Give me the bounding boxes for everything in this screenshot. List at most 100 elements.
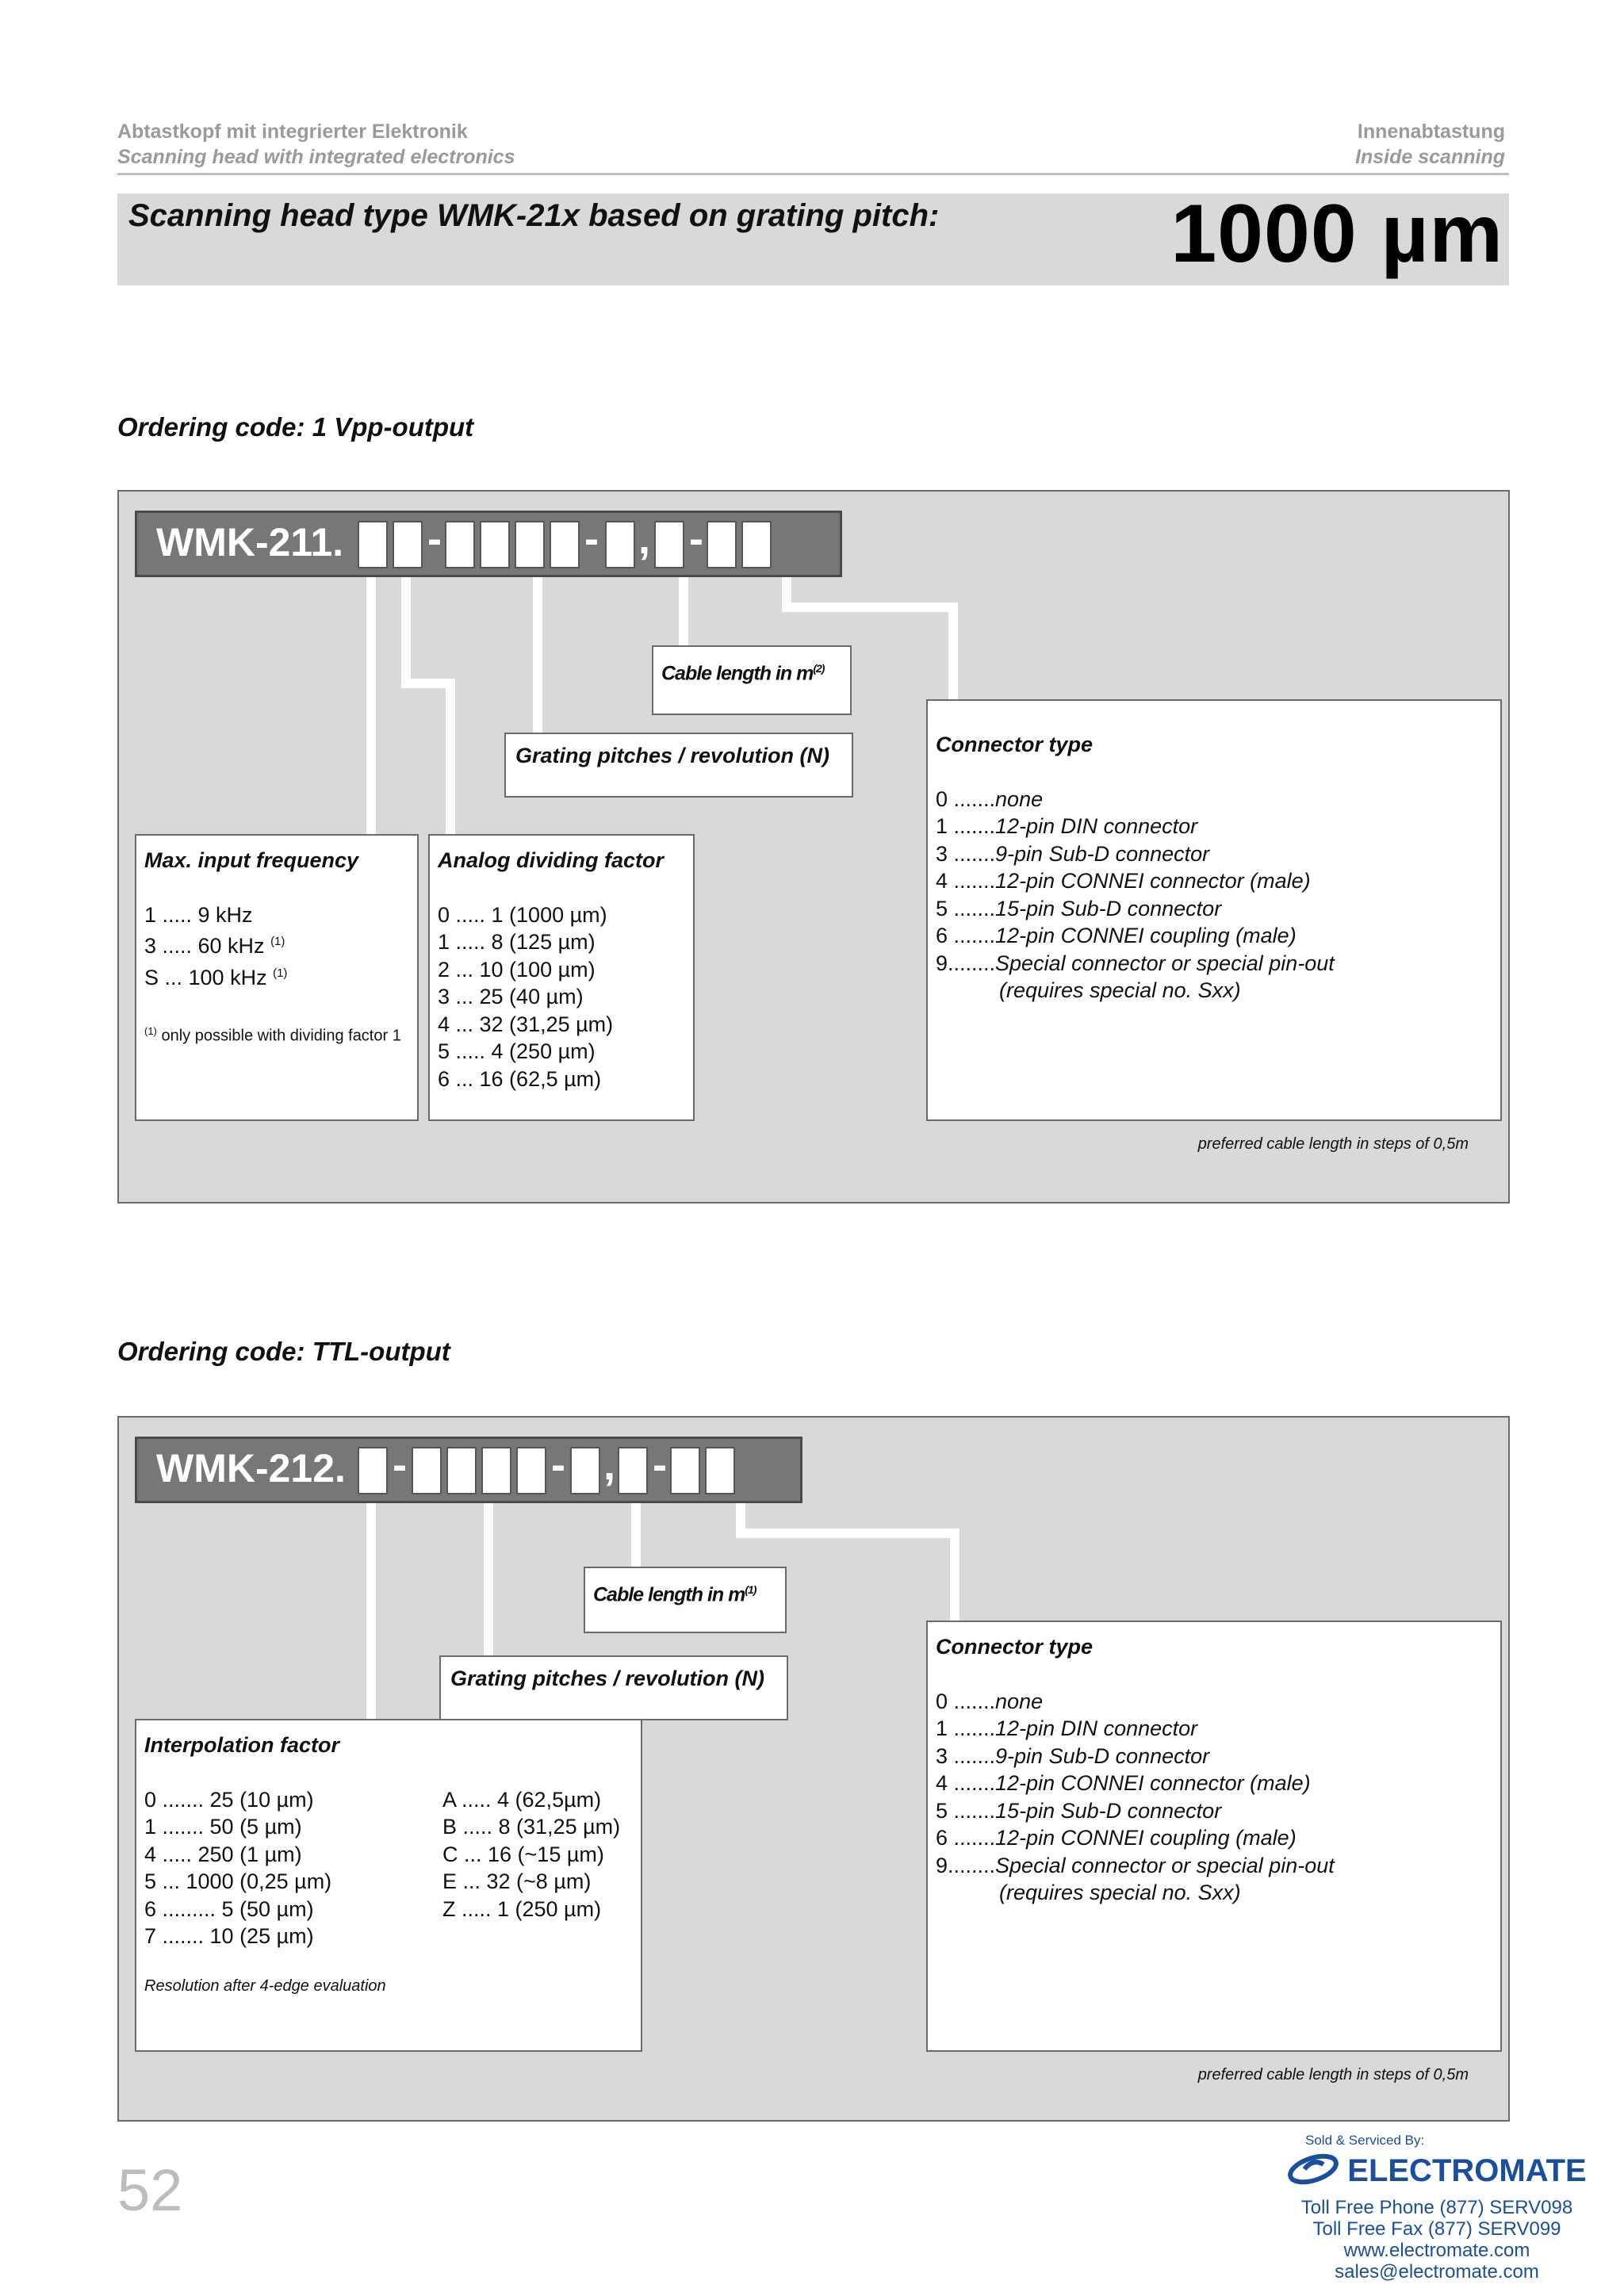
list-item: 3 ... 25 (40 µm): [438, 985, 584, 1008]
list-item: 5 ... 1000 (0,25 µm): [144, 1869, 332, 1893]
list-item: 4 ... 32 (31,25 µm): [438, 1012, 614, 1036]
analog-title: Analog dividing factor: [438, 848, 665, 872]
list-item: 5 .......15-pin Sub-D connector: [936, 895, 1492, 923]
connector-desc: none: [995, 1689, 1044, 1713]
header-divider: [117, 173, 1509, 175]
interpolation-note: Resolution after 4-edge evaluation: [144, 1976, 386, 1995]
code-slot: [741, 521, 772, 568]
section2-connector-box: Connector type 0 .......none 1 .......12…: [926, 1621, 1502, 2052]
fax-line: Toll Free Fax (877) SERV099: [1312, 2218, 1561, 2240]
connector-code: 5 .......: [936, 896, 996, 920]
footnote-text: only possible with dividing factor 1: [156, 1027, 401, 1045]
list-item: (requires special no. Sxx): [936, 977, 1492, 1004]
grating-pitch-value: 1000 µm: [1170, 188, 1503, 280]
list-item: 6 .......12-pin CONNEI coupling (male): [936, 922, 1492, 950]
connector-desc: Special connector or special pin-out: [995, 951, 1335, 975]
frequency-option: 3 ..... 60 kHz: [144, 934, 271, 958]
header-right-en: Inside scanning: [1355, 146, 1505, 168]
section2-code-prefix: WMK-212.: [156, 1446, 346, 1490]
list-item: 4 ..... 250 (1 µm): [144, 1842, 302, 1866]
electromate-logo-icon: [1287, 2152, 1339, 2191]
footnote-mark: (1): [144, 1025, 157, 1037]
connector-line: [950, 1529, 959, 1621]
code-slot: [654, 521, 684, 568]
email-link[interactable]: sales@electromate.com: [1335, 2261, 1539, 2283]
cable-length-label: Cable length in m: [661, 662, 814, 685]
list-item: 6 ... 16 (62,5 µm): [438, 1066, 602, 1091]
list-item: 0 .......none: [936, 786, 1492, 813]
connector-code: 4 .......: [936, 869, 996, 893]
interpolation-table: 0 ....... 25 (10 µm) 1 ....... 50 (5 µm)…: [144, 1786, 620, 1950]
section1-heading: Ordering code: 1 Vpp-output: [117, 412, 474, 442]
code-slot: [358, 521, 388, 568]
section2-code-bar: WMK-212. - - , -: [135, 1437, 802, 1503]
code-separator: ,: [638, 515, 651, 563]
list-item: 5 ..... 4 (250 µm): [438, 1039, 596, 1063]
frequency-title: Max. input frequency: [144, 848, 359, 872]
code-separator: -: [427, 515, 442, 563]
cable-length-footnote: (2): [813, 662, 825, 675]
connector-desc: 12-pin DIN connector: [995, 1716, 1198, 1740]
connector-title: Connector type: [936, 733, 1094, 756]
brand-name: ELECTROMATE: [1347, 2153, 1587, 2188]
list-item: 4 .......12-pin CONNEI connector (male): [936, 867, 1492, 895]
code-slot: [670, 1447, 700, 1494]
header-left-de: Abtastkopf mit integrierter Elektronik: [117, 121, 468, 143]
phone-line: Toll Free Phone (877) SERV098: [1300, 2197, 1573, 2218]
connector-desc: 12-pin CONNEI connector (male): [995, 1771, 1311, 1795]
list-item: 1 .......12-pin DIN connector: [936, 1715, 1492, 1743]
connector-desc: 15-pin Sub-D connector: [995, 896, 1222, 920]
code-slot: [570, 1447, 600, 1494]
section1-frequency-box: Max. input frequency 1 ..... 9 kHz 3 ...…: [135, 834, 419, 1121]
page-number: 52: [117, 2157, 183, 2223]
connector-line: [631, 1503, 641, 1567]
connector-line: [948, 603, 958, 701]
header-left-en: Scanning head with integrated electronic…: [117, 146, 515, 168]
section1-cable-length-box: Cable length in m(2): [652, 645, 852, 715]
code-slot: [605, 521, 635, 568]
header-left: Abtastkopf mit integrierter Elektronik S…: [117, 119, 515, 170]
cable-length-footnote: (1): [745, 1583, 756, 1596]
code-slot: [707, 521, 737, 568]
code-separator: -: [689, 515, 703, 563]
distributor-block: Sold & Serviced By: ELECTROMATE Toll Fre…: [1288, 2133, 1587, 2283]
section1-panel: WMK-211. - - , - Cable length in m(2) Gr…: [117, 490, 1510, 1203]
connector-desc: 12-pin CONNEI coupling (male): [995, 1826, 1297, 1850]
list-item: C ... 16 (~15 µm): [442, 1842, 604, 1866]
sold-by-label: Sold & Serviced By:: [1305, 2133, 1425, 2148]
section2-grating-box: Grating pitches / revolution (N): [439, 1655, 788, 1720]
header-right-de: Innenabtastung: [1357, 121, 1505, 143]
connector-code: 0 .......: [936, 1689, 996, 1713]
list-item: E ... 32 (~8 µm): [442, 1869, 592, 1893]
list-item: 1 .......12-pin DIN connector: [936, 813, 1492, 840]
website-link[interactable]: www.electromate.com: [1343, 2240, 1530, 2261]
list-item: (requires special no. Sxx): [936, 1879, 1492, 1907]
list-item: 7 ....... 10 (25 µm): [144, 1924, 314, 1948]
list-item: 2 ... 10 (100 µm): [438, 957, 596, 982]
connector-code: 1 .......: [936, 1716, 996, 1740]
connector-line: [736, 1529, 959, 1538]
list-item: 3 .......9-pin Sub-D connector: [936, 1743, 1492, 1770]
code-separator: -: [653, 1441, 667, 1489]
connector-line: [484, 1503, 493, 1671]
code-separator: ,: [603, 1441, 616, 1489]
list-item: Z ..... 1 (250 µm): [442, 1896, 602, 1921]
list-item: A ..... 4 (62,5µm): [442, 1787, 602, 1812]
connector-code: 1 .......: [936, 814, 996, 838]
section1-connector-box: Connector type 0 .......none 1 .......12…: [926, 699, 1502, 1121]
connector-line: [679, 577, 688, 645]
list-item: 4 .......12-pin CONNEI connector (male): [936, 1770, 1492, 1797]
connector-code: 3 .......: [936, 1743, 996, 1768]
cable-length-label: Cable length in m: [593, 1583, 745, 1606]
code-separator: -: [393, 1441, 407, 1489]
list-item: 5 .......15-pin Sub-D connector: [936, 1797, 1492, 1825]
code-slot: [550, 521, 580, 568]
code-slot: [412, 1447, 442, 1494]
connector-desc: 9-pin Sub-D connector: [995, 841, 1210, 866]
section2-interpolation-box: Interpolation factor 0 ....... 25 (10 µm…: [135, 1719, 642, 2052]
connector-line: [533, 577, 542, 739]
section2-heading: Ordering code: TTL-output: [117, 1337, 450, 1366]
connector-desc: 9-pin Sub-D connector: [995, 1743, 1210, 1768]
code-separator: -: [551, 1441, 565, 1489]
code-slot: [705, 1447, 735, 1494]
